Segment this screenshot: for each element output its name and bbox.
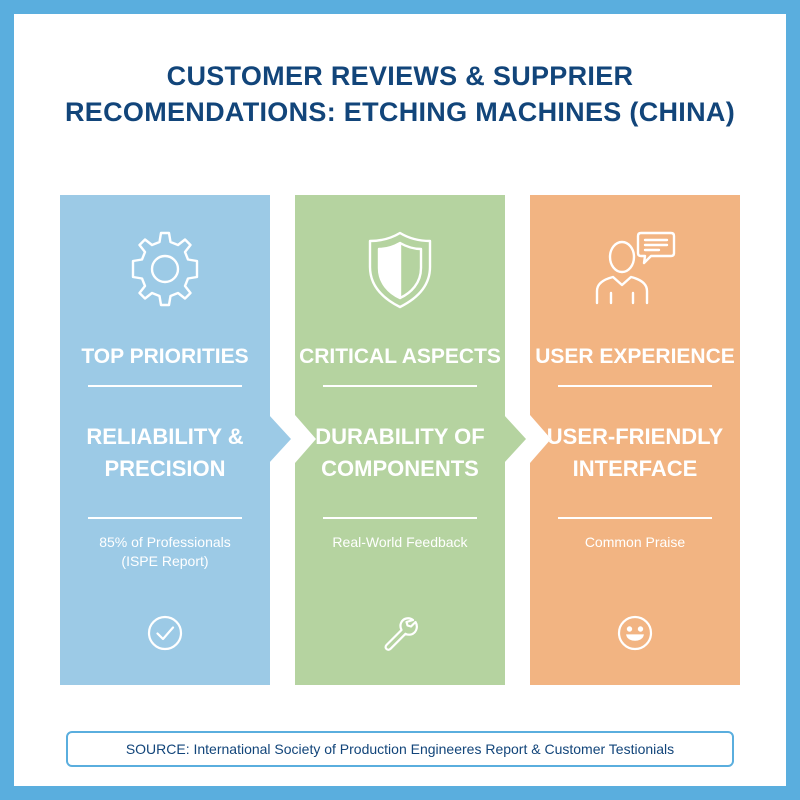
shield-icon — [295, 227, 505, 311]
main-line-2: COMPONENTS — [321, 456, 479, 481]
gear-icon — [60, 227, 270, 311]
divider — [88, 385, 242, 387]
source-note: SOURCE: International Society of Product… — [66, 731, 734, 767]
arrow-connector — [504, 415, 526, 463]
sub-line-1: Common Praise — [584, 534, 686, 550]
infographic-frame: CUSTOMER REVIEWS & SUPPRIER RECOMENDATIO… — [14, 14, 786, 786]
panel-main-text: RELIABILITY & PRECISION — [60, 421, 270, 485]
divider — [323, 385, 477, 387]
sub-line-1: 85% of Professionals — [99, 534, 231, 550]
divider — [558, 517, 712, 519]
title-line-1: CUSTOMER REVIEWS & SUPPRIER — [166, 61, 634, 91]
main-line-1: DURABILITY OF — [315, 424, 485, 449]
main-line-2: INTERFACE — [572, 456, 698, 481]
divider — [323, 517, 477, 519]
main-line-1: USER-FRIENDLY — [546, 424, 724, 449]
arrow-connector — [269, 415, 291, 463]
panel-sub-text: Real-World Feedback — [295, 533, 505, 552]
panel-heading: USER EXPERIENCE — [535, 345, 735, 368]
panel-sub-text: Common Praise — [530, 533, 740, 552]
panel-main-text: USER-FRIENDLY INTERFACE — [530, 421, 740, 485]
user-chat-icon — [530, 227, 740, 311]
check-circle-icon — [60, 613, 270, 653]
sub-line-1: Real-World Feedback — [332, 534, 468, 550]
divider — [88, 517, 242, 519]
wrench-icon — [295, 613, 505, 653]
main-line-2: PRECISION — [104, 456, 226, 481]
smiley-icon — [530, 613, 740, 653]
sub-line-2: (ISPE Report) — [121, 553, 209, 569]
panel-heading: CRITICAL ASPECTS — [299, 345, 501, 368]
panel-top-priorities: TOP PRIORITIES RELIABILITY & PRECISION 8… — [60, 195, 270, 685]
panel-critical-aspects: CRITICAL ASPECTS DURABILITY OF COMPONENT… — [295, 195, 505, 685]
panel-main-text: DURABILITY OF COMPONENTS — [295, 421, 505, 485]
panel-sub-text: 85% of Professionals (ISPE Report) — [60, 533, 270, 571]
title-line-2: RECOMENDATIONS: ETCHING MACHINES (CHINA) — [65, 97, 735, 127]
divider — [558, 385, 712, 387]
page-title: CUSTOMER REVIEWS & SUPPRIER RECOMENDATIO… — [14, 58, 786, 130]
panel-heading: TOP PRIORITIES — [81, 345, 249, 368]
panel-user-experience: USER EXPERIENCE USER-FRIENDLY INTERFACE … — [530, 195, 740, 685]
main-line-1: RELIABILITY & — [86, 424, 244, 449]
